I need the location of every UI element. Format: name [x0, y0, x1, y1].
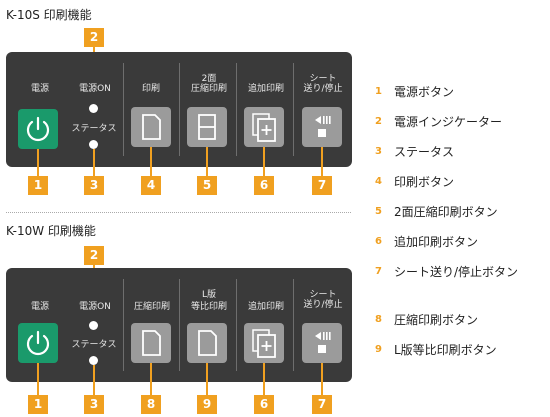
badge-3: 3	[84, 176, 104, 195]
leader-line-8	[150, 363, 152, 397]
panel-divider	[123, 279, 124, 371]
power-on-label: 電源ON	[79, 302, 111, 312]
power-indicator-led	[89, 104, 98, 113]
legend-number: 9	[375, 344, 382, 355]
compress-print-button[interactable]	[131, 323, 171, 363]
power-label: 電源	[30, 84, 49, 94]
legend-number: 6	[375, 236, 382, 247]
legend-text: 電源インジケーター	[394, 115, 503, 129]
power-label: 電源	[30, 302, 49, 312]
legend-number: 3	[375, 146, 382, 157]
power-button[interactable]	[18, 323, 58, 363]
two-face-compress-print-button[interactable]	[187, 107, 227, 147]
sheet-feed-stop-button[interactable]	[302, 323, 342, 363]
k10w-title: K-10W 印刷機能	[6, 224, 96, 238]
sheet-feed-label-line1: シート	[309, 290, 337, 300]
status-label: ステータス	[71, 340, 117, 350]
legend-text: 電源ボタン	[394, 85, 455, 99]
leader-line-9	[206, 363, 208, 397]
add-print-button[interactable]	[244, 107, 284, 147]
leader-line-3	[93, 365, 95, 397]
legend-text: 追加印刷ボタン	[394, 235, 479, 249]
compress-print-label: 圧縮印刷	[133, 302, 170, 312]
power-on-label: 電源ON	[79, 84, 111, 94]
badge-5: 5	[197, 176, 217, 195]
section-divider	[6, 212, 351, 213]
legend-number: 4	[375, 176, 382, 187]
legend-number: 7	[375, 266, 382, 277]
leader-line-6	[263, 363, 265, 397]
power-icon	[26, 330, 50, 356]
legend-text: 2面圧縮印刷ボタン	[394, 205, 498, 219]
badge-2: 2	[84, 246, 104, 265]
legend-text: 印刷ボタン	[394, 175, 455, 189]
leader-line-5	[206, 147, 208, 177]
legend-number: 2	[375, 116, 382, 127]
sheet-feed-stop-icon	[315, 332, 331, 353]
power-icon	[26, 116, 50, 142]
sheet-feed-label-line1: シート	[309, 74, 337, 84]
panel-divider	[293, 63, 294, 156]
power-indicator-led	[89, 321, 98, 330]
badge-6: 6	[254, 395, 274, 414]
legend-text: シート送り/停止ボタン	[394, 265, 519, 279]
panel-divider	[293, 279, 294, 371]
sheet-feed-stop-icon	[315, 116, 331, 137]
leader-line-1	[37, 149, 39, 177]
add-print-button[interactable]	[244, 323, 284, 363]
print-button[interactable]	[131, 107, 171, 147]
legend-text: 圧縮印刷ボタン	[394, 313, 479, 327]
leader-line-7	[321, 363, 323, 397]
badge-1: 1	[28, 395, 48, 414]
badge-1: 1	[28, 176, 48, 195]
legend-number: 5	[375, 206, 382, 217]
badge-2: 2	[84, 28, 104, 47]
l-size-label-line1: L版	[201, 290, 216, 300]
badge-3: 3	[84, 395, 104, 414]
status-label: ステータス	[71, 124, 117, 134]
leader-line-3	[93, 149, 95, 177]
two-face-label-line1: 2面	[201, 74, 217, 84]
two-face-label-line2: 圧縮印刷	[190, 84, 227, 94]
badge-4: 4	[141, 176, 161, 195]
sheet-feed-label-line2: 送り/停止	[303, 84, 343, 94]
panel-divider	[179, 279, 180, 371]
leader-line-6	[263, 147, 265, 177]
panel-divider	[179, 63, 180, 156]
status-indicator-led	[89, 140, 98, 149]
print-label: 印刷	[141, 84, 160, 94]
badge-6: 6	[254, 176, 274, 195]
l-size-label-line2: 等比印刷	[190, 302, 227, 312]
power-button[interactable]	[18, 109, 58, 149]
k10s-title: K-10S 印刷機能	[6, 8, 92, 22]
leader-line-4	[150, 147, 152, 177]
leader-line-7	[321, 147, 323, 177]
two-page-icon	[198, 114, 216, 140]
add-print-label: 追加印刷	[247, 84, 284, 94]
document-icon	[142, 114, 161, 140]
panel-divider	[236, 63, 237, 156]
badge-8: 8	[141, 395, 161, 414]
add-print-label: 追加印刷	[247, 302, 284, 312]
legend-text: ステータス	[394, 145, 455, 159]
document-icon	[142, 330, 161, 356]
add-copy-icon	[252, 113, 276, 142]
sheet-feed-stop-button[interactable]	[302, 107, 342, 147]
legend-number: 8	[375, 314, 382, 325]
l-size-ratio-print-button[interactable]	[187, 323, 227, 363]
add-copy-icon	[252, 329, 276, 358]
leader-line-1	[37, 363, 39, 397]
panel-divider	[236, 279, 237, 371]
panel-divider	[123, 63, 124, 156]
badge-7: 7	[312, 395, 332, 414]
badge-9: 9	[197, 395, 217, 414]
status-indicator-led	[89, 356, 98, 365]
legend-number: 1	[375, 86, 382, 97]
legend-text: L版等比印刷ボタン	[394, 343, 497, 357]
document-icon	[198, 330, 217, 356]
sheet-feed-label-line2: 送り/停止	[303, 300, 343, 310]
badge-7: 7	[312, 176, 332, 195]
